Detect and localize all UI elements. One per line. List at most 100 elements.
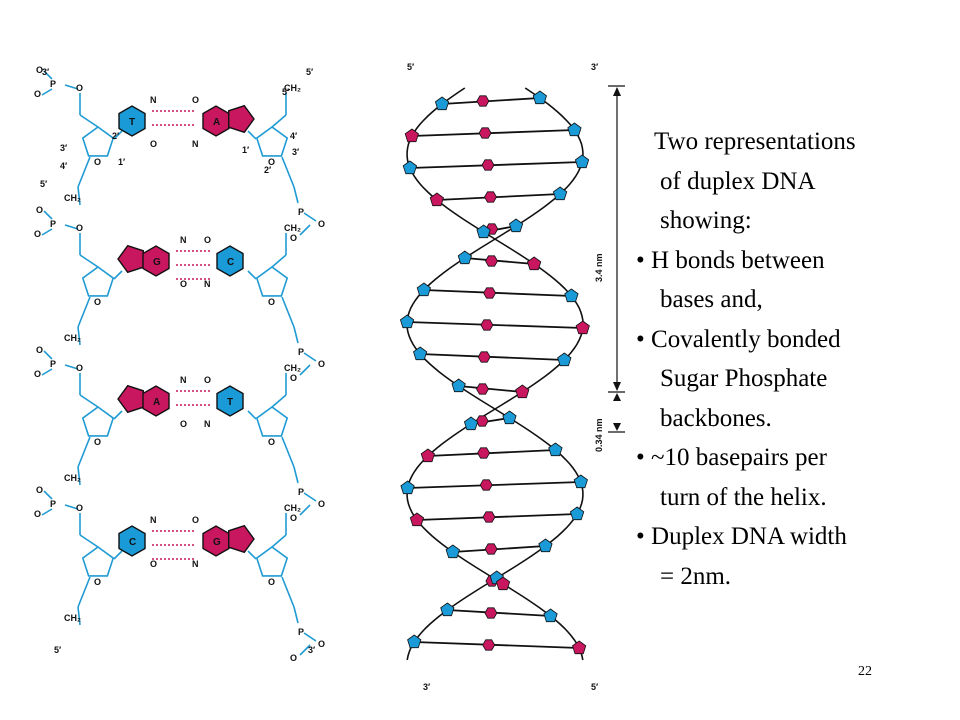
bullet-text: Duplex DNA width (651, 523, 847, 550)
oxygen-label: O (290, 513, 297, 523)
oxygen-label: O (76, 503, 83, 513)
helix-sugar-left (451, 378, 466, 393)
bullet-marker: • (636, 246, 652, 274)
carbon-2-label: 2′ (112, 131, 119, 141)
helix-sugar-right (527, 256, 542, 271)
ladder-bottom-left-end-label: 5′ (54, 645, 61, 655)
nitrogen-label: N (204, 419, 211, 429)
helix-top-right-end-label: 3′ (591, 62, 598, 72)
nitrogen-label: N (150, 515, 157, 525)
oxygen-label: O (94, 577, 101, 587)
left-base-five-ring (117, 244, 145, 274)
right-base-five-ring (227, 104, 255, 134)
left-base-letter: G (153, 257, 161, 268)
helix-purine-base (480, 319, 494, 331)
left-base-letter: C (129, 537, 136, 548)
page-number: 22 (858, 664, 872, 679)
ch2-label: CH₂ (64, 473, 81, 483)
bullet-item: • H bonds between (636, 241, 936, 281)
ladder-top-right-end-label: 5′ (306, 67, 313, 77)
helix-sugar-left (548, 442, 563, 457)
helix-base-pair-rung (407, 321, 583, 329)
bullet-text: turn of the helix. (660, 483, 827, 511)
helix-sugar-right (409, 512, 425, 527)
bullet-marker: • (636, 523, 652, 550)
helix-top-left-end-label: 5′ (407, 62, 414, 72)
bullet-continuation: backbones. (636, 399, 936, 439)
helix-sugar-right (543, 608, 558, 623)
oxygen-label: O (268, 297, 275, 307)
left-base-five-ring (117, 384, 145, 414)
helix-base-pair-rung (441, 97, 540, 105)
helix-purine-base (482, 511, 496, 523)
left-base-letter: A (153, 397, 160, 408)
ladder-bottom-right-end-label: 3′ (308, 645, 315, 655)
left-sugar-ring (81, 546, 115, 577)
helix-sugar-left (567, 122, 582, 137)
oxygen-label: O (34, 509, 41, 519)
phosphorus-label: P (298, 627, 304, 637)
oxygen-label: O (290, 373, 297, 383)
helix-sugar-right (429, 192, 444, 207)
helix-sugar-left (413, 346, 428, 361)
helix-sugar-left (407, 634, 422, 649)
helix-purine-base (477, 447, 491, 459)
helix-sugar-left (538, 538, 553, 553)
helix-sugar-left (440, 602, 455, 617)
helix-purine-base (482, 639, 496, 651)
bullet-text: = 2nm. (660, 562, 732, 590)
right-sugar-ring (255, 546, 289, 577)
helix-sugar-left (569, 506, 585, 521)
phosphorus-label: P (50, 359, 56, 369)
helix-bottom-left-end-label: 3′ (423, 682, 430, 692)
helix-purine-base (475, 415, 489, 427)
oxygen-label: O (290, 233, 297, 243)
helix-purine-base (484, 607, 498, 619)
nitrogen-label: N (180, 375, 187, 385)
helix-base-pair-rung (447, 609, 551, 617)
carbon-1-label: 1′ (242, 145, 249, 155)
oxygen-label: O (94, 437, 101, 447)
bullet-marker: • (636, 444, 652, 471)
bullet-marker: • (636, 325, 652, 353)
right-sugar-ring (255, 406, 289, 437)
helix-purine-base (477, 351, 491, 363)
carbon-1-label: 1′ (118, 157, 125, 167)
helix-sugar-right (434, 96, 450, 111)
oxygen-label: O (318, 639, 325, 649)
helix-purine-base (484, 191, 497, 203)
helix-strand-1 (406, 87, 584, 661)
bullet-text: ~10 basepairs per (651, 444, 827, 471)
intro-line: Two representations (654, 128, 856, 155)
oxygen-label: O (180, 419, 187, 429)
bullet-item: • Duplex DNA width (636, 517, 936, 557)
helix-sugar-right (404, 128, 419, 143)
nitrogen-label: N (204, 279, 211, 289)
helix-base-pair-rung (464, 257, 535, 265)
bullet-text: bases and, (660, 286, 763, 313)
ch2-label: CH₂ (284, 223, 301, 233)
oxygen-label: O (268, 577, 275, 587)
helix-base-pair-rung (452, 545, 546, 553)
rise-label: 0.34 nm (594, 418, 604, 452)
oxygen-label: O (268, 437, 275, 447)
helix-sugar-left (508, 218, 524, 233)
left-sugar-ring (81, 126, 115, 157)
oxygen-label: O (180, 279, 187, 289)
oxygen-label: O (76, 83, 83, 93)
helix-sugar-right (476, 224, 491, 239)
helix-purine-base (485, 255, 498, 267)
helix-sugar-right (564, 288, 579, 303)
phosphorus-label: P (50, 219, 56, 229)
helix-sugar-left (532, 90, 547, 105)
oxygen-label: O (94, 297, 101, 307)
ch2-label: CH₂ (284, 503, 301, 513)
left-base-six-ring (142, 385, 170, 417)
bullet-continuation: Sugar Phosphate (636, 359, 936, 399)
carbon-3-label: 3′ (292, 147, 299, 157)
